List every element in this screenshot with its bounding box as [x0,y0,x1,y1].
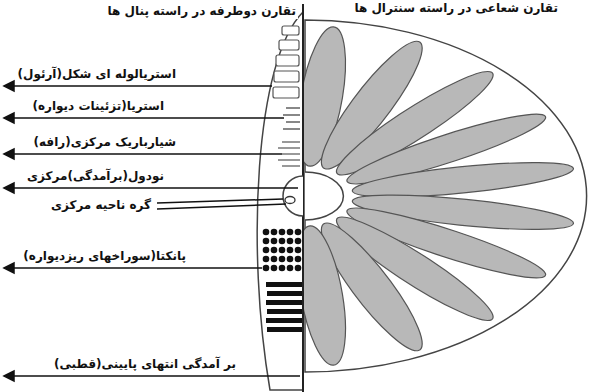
puncta-dot [263,229,270,236]
puncta-dot [295,247,302,254]
part-label: استریا(تزئینات دیواره) [30,99,166,114]
puncta-dot [295,238,302,245]
puncta-dot [279,229,286,236]
puncta-dot [287,229,294,236]
costa-bar [266,318,302,323]
costa-bar [266,282,302,287]
part-label: استریالوله ای شکل(آرئول) [16,67,179,82]
punctae [263,229,302,272]
puncta-dot [295,265,302,272]
puncta-dot [279,247,286,254]
puncta-dot [263,256,270,263]
puncta-dot [263,247,270,254]
puncta-dot [287,256,294,263]
puncta-dot [279,238,286,245]
costa-bar [266,300,302,305]
central-nodule [285,197,295,204]
section-heading: تقارن شعاعی در راسته سنترال ها [352,1,560,16]
puncta-dot [271,238,278,245]
striae [283,108,300,129]
costa-bar [267,327,302,332]
costae [266,282,302,332]
areolae [273,26,299,98]
puncta-dot [279,256,286,263]
leader-arrows [4,81,300,381]
puncta-dot [263,265,270,272]
puncta-dot [295,229,302,236]
costa-bar [267,309,302,314]
puncta-dot [287,238,294,245]
costa-bar [267,291,302,296]
puncta-dot [287,247,294,254]
puncta-dot [271,247,278,254]
part-label: پانکتا(سوراخهای ریزدیواره) [21,249,188,264]
puncta-dot [287,265,294,272]
radial-valve [289,20,586,372]
puncta-dot [263,238,270,245]
puncta-dot [271,256,278,263]
part-label: گره ناحیه مرکزی [49,198,153,213]
part-label: شیارباریک مرکزی(رافه) [32,135,178,150]
puncta-dot [271,265,278,272]
puncta-dot [279,265,286,272]
puncta-dot [295,256,302,263]
section-heading: تقارن دوطرفه در راسته پنال ها [106,4,298,19]
part-label: نودول(برآمدگی)مرکزی [25,169,166,184]
pennate-valve [257,12,303,390]
puncta-dot [271,229,278,236]
part-label: بر آمدگی انتهای پایینی(قطبی) [52,357,238,372]
central-area [283,176,303,216]
